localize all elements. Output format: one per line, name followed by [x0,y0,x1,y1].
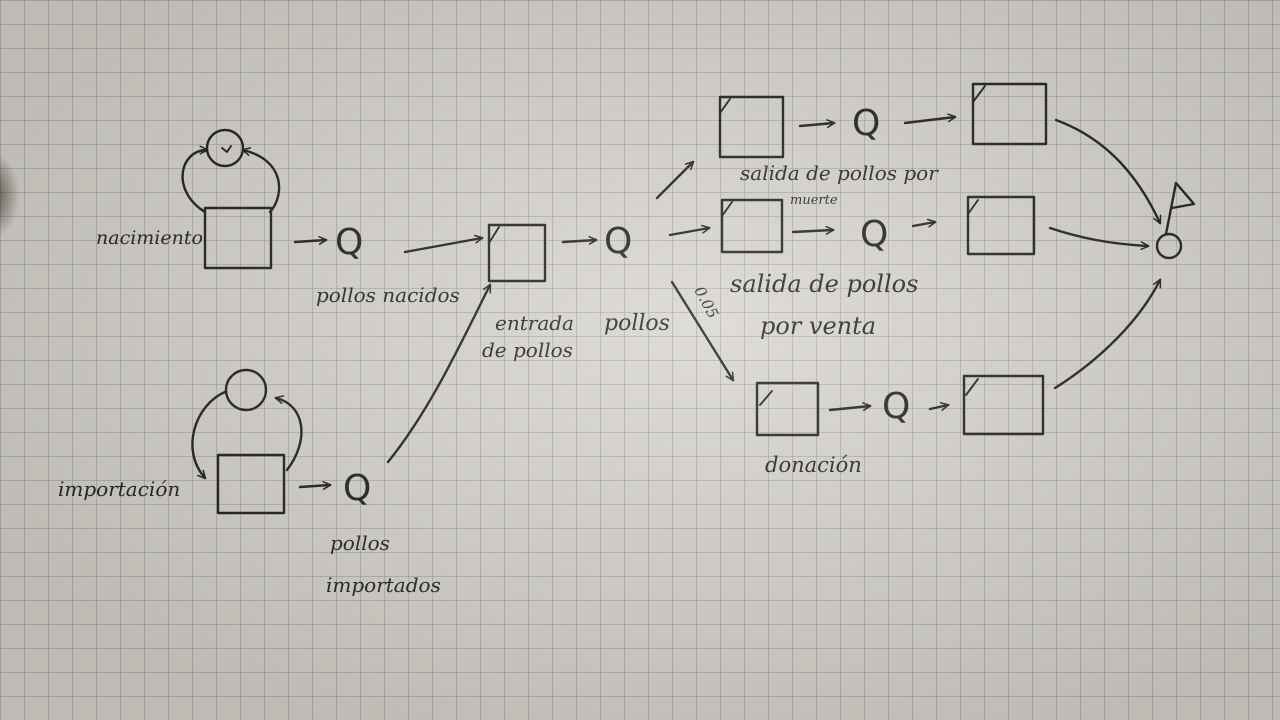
birth-loop-arrow-out [241,147,281,214]
arrow-venta-queue-to-box [911,218,937,228]
muerte-output-box [971,82,1048,146]
arrow-to-donacion [670,280,735,382]
donacion-box-mark [759,390,773,406]
birth-process-box [203,206,273,270]
queue-pollos: Q [604,221,632,262]
arrow-to-venta [668,224,711,237]
arrow-nacidos-to-entrada [403,234,484,254]
label-pollos-importados-line1: pollos [330,531,390,555]
import-loop-arrow-out [274,395,303,472]
donacion-output-box [962,374,1045,436]
venta-process-box [720,198,784,254]
venta-output-mark [967,199,979,215]
venta-box-mark [721,201,733,217]
birth-self-loop-node [205,128,245,168]
venta-output-box [966,195,1036,256]
label-salida-venta-line1: salida de pollos [730,270,918,298]
label-importacion: importación [58,477,180,501]
arrow-import-to-queue [298,480,332,490]
donacion-process-box [755,381,820,437]
label-edge-probability: 0.05 [690,283,722,321]
label-pollos-importados-line2: importados [326,573,441,597]
queue-venta: Q [860,214,888,255]
queue-pollos-nacidos: Q [335,222,363,263]
muerte-box-mark [719,98,731,114]
muerte-process-box [718,95,785,159]
label-nacimiento: nacimiento [96,227,203,249]
muerte-output-mark [972,85,986,103]
queue-donacion: Q [882,386,910,427]
label-donacion: donación [765,453,862,477]
label-salida-venta-line2: por venta [760,312,876,340]
birth-loop-arrow-in [181,145,209,214]
birth-node-mark [221,145,232,153]
arrow-donacion-to-queue [828,402,872,412]
arrow-venta-to-queue [791,225,835,235]
label-pollos-nacidos: pollos nacidos [316,283,460,307]
import-loop-arrow-in [191,390,227,480]
label-pollos: pollos [604,311,670,336]
arrow-donacion-to-end [1053,278,1162,390]
import-self-loop-node [224,368,268,412]
label-salida-muerte-line1: salida de pollos por [740,161,939,185]
arrow-importados-to-entrada [386,283,492,464]
entrada-box-mark [488,226,500,244]
queue-pollos-importados: Q [343,468,371,509]
arrow-entrada-to-queue [561,235,598,245]
arrow-birth-to-queue [293,235,328,245]
arrow-to-muerte [655,160,695,200]
queue-muerte: Q [852,103,880,144]
sink-node [1155,232,1183,260]
entrada-process-box [487,223,547,283]
import-process-box [216,453,286,515]
finger-shadow [0,150,20,240]
arrow-venta-to-end [1048,226,1150,251]
label-salida-muerte-line2: muerte [790,193,838,208]
flag-icon [1170,181,1196,210]
arrow-muerte-queue-to-box [903,113,957,125]
label-entrada-line2: de pollos [482,338,573,362]
arrow-muerte-to-queue [798,119,836,129]
label-entrada-line1: entrada [495,311,574,335]
arrow-donacion-queue-to-box [928,402,950,411]
donacion-output-mark [965,378,979,396]
arrow-muerte-to-end [1054,118,1162,225]
